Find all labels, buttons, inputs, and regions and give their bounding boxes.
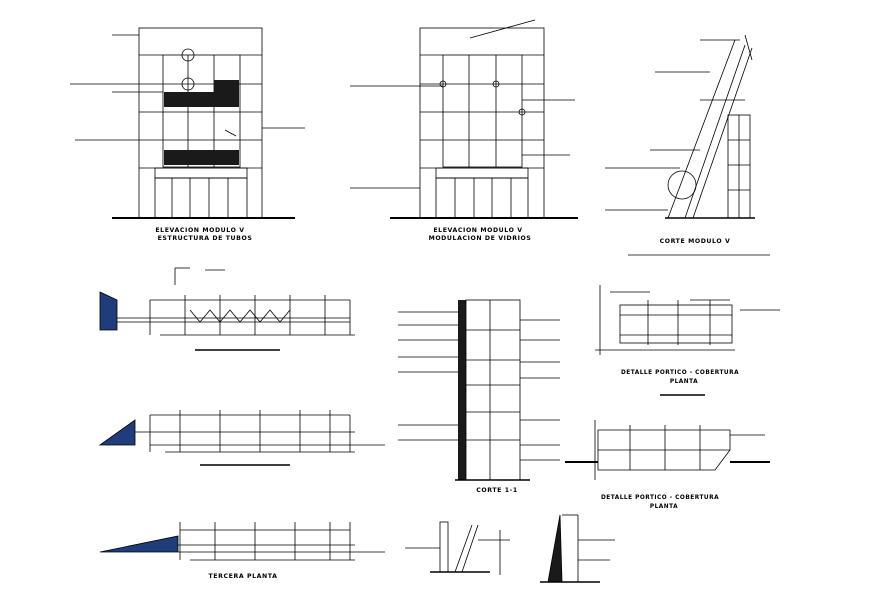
detail-portico-1: [595, 285, 780, 396]
caption-detalle1-line1: DETALLE PORTICO - COBERTURA: [621, 370, 739, 376]
elevation-2-glass: [350, 19, 578, 219]
plan-strip-3: [99, 522, 385, 561]
caption-elev2-line2: MODULACION DE VIDRIOS: [429, 235, 532, 242]
caption-detalle1-line2: PLANTA: [670, 379, 698, 385]
caption-elev2-line1: ELEVACION MODULO V: [433, 227, 522, 234]
caption-elev1-line1: ELEVACION MODULO V: [155, 227, 244, 234]
detail-portico-2: [565, 420, 770, 480]
caption-elev1-line2: ESTRUCTURA DE TUBOS: [158, 235, 253, 242]
caption-corte-1-1: CORTE 1-1: [476, 487, 517, 494]
plan-strip-2: [98, 410, 385, 466]
plan-strip-1: [99, 267, 355, 351]
elevation-1-structure: [70, 27, 305, 219]
detail-small-left: [405, 521, 510, 575]
section-1-1: [398, 299, 560, 481]
caption-corte-modulo: CORTE MODULO V: [660, 238, 731, 245]
detail-small-right: [540, 514, 615, 583]
section-modulo-v: [605, 34, 770, 256]
caption-detalle2-line1: DETALLE PORTICO - COBERTURA: [601, 495, 719, 501]
caption-detalle2-line2: PLANTA: [650, 504, 678, 510]
caption-tercera-planta: TERCERA PLANTA: [208, 573, 277, 580]
captions: ELEVACION MODULO V ESTRUCTURA DE TUBOS E…: [155, 227, 739, 580]
